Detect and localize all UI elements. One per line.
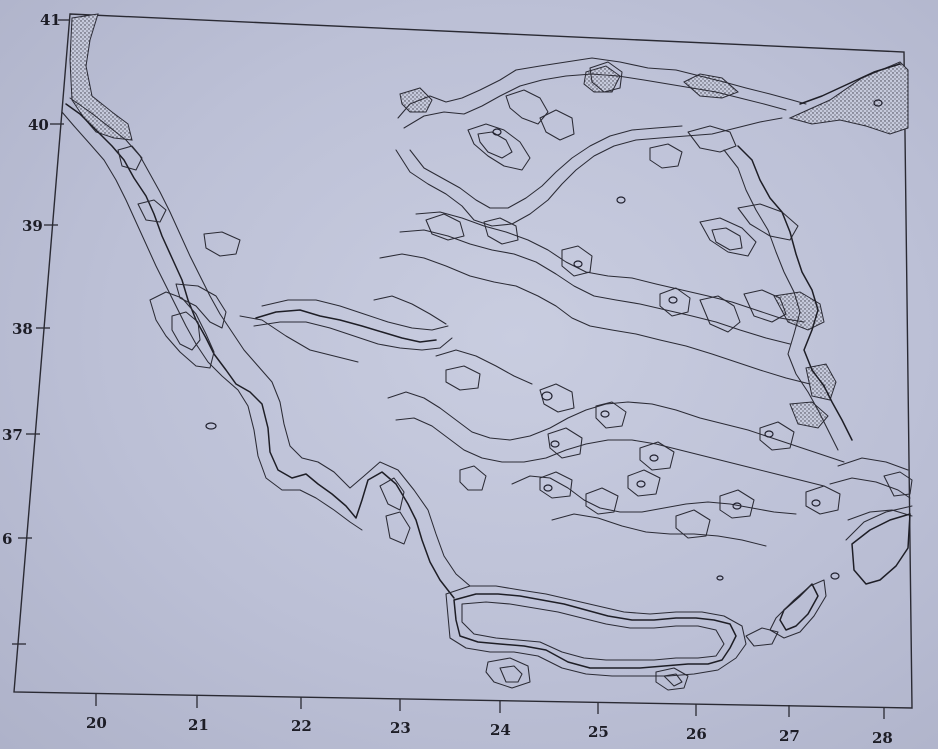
y-axis-ticks [12,19,70,645]
y-axis-labels: 41 40 39 38 37 6 [2,11,61,548]
shelf-north-aegean-east [788,61,909,135]
small-islands [205,99,883,581]
crete-coast [453,593,737,669]
y-label-38: 38 [12,320,33,338]
x-axis-labels: 20 21 22 23 24 25 26 27 28 [86,714,893,747]
x-label-28: 28 [872,729,893,747]
x-label-22: 22 [291,717,312,735]
x-label-27: 27 [779,727,800,745]
x-label-21: 21 [188,716,209,734]
y-label-6: 6 [2,530,12,548]
gulf-of-corinth [239,295,453,363]
west-coast [61,97,471,599]
shelf-thermaic [583,65,621,93]
shelf-gulf-head [683,73,739,99]
shelf-east-coast [773,291,825,331]
shelf-north-gulf [399,87,433,113]
map-frame [13,13,913,709]
x-axis-ticks [95,694,885,719]
x-label-20: 20 [86,714,107,732]
x-label-24: 24 [490,721,511,739]
x-label-25: 25 [588,723,609,741]
y-label-39: 39 [22,217,43,235]
shelf-east-gulf [789,401,829,429]
y-label-41: 41 [40,11,61,29]
east-coast [723,63,913,585]
x-label-23: 23 [390,719,411,737]
x-label-26: 26 [686,725,707,743]
y-label-40: 40 [28,116,49,134]
aegean-contours [379,57,911,547]
y-label-37: 37 [2,426,23,444]
crete-and-south [445,579,827,691]
